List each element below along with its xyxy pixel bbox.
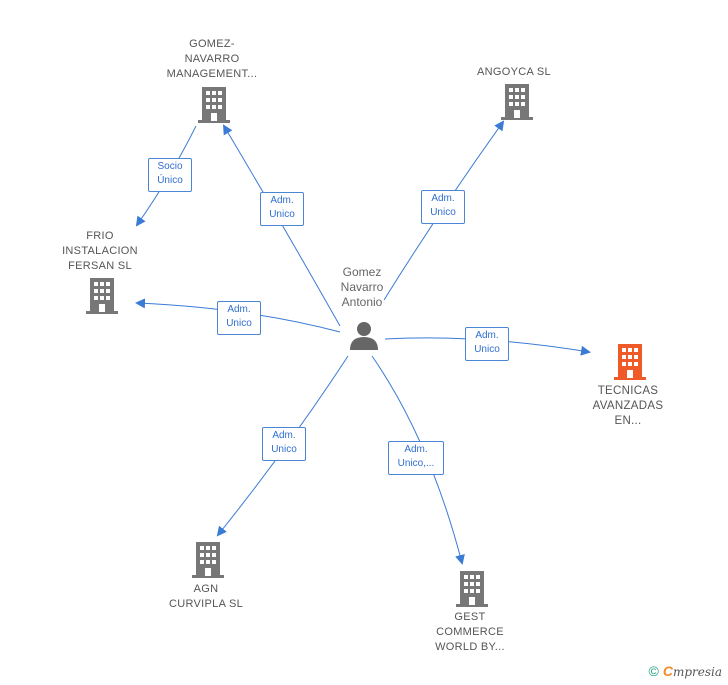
company-label-tecnicas[interactable]: TECNICAS AVANZADAS EN... bbox=[592, 385, 664, 427]
edge-label-tecnicas[interactable]: Adm. Unico bbox=[465, 327, 509, 361]
building-icon[interactable] bbox=[192, 542, 224, 578]
building-icon[interactable] bbox=[86, 278, 118, 314]
copyright-icon: © bbox=[648, 663, 659, 679]
building-icon[interactable] bbox=[456, 571, 488, 607]
company-label-frio[interactable]: FRIO INSTALACION FERSAN SL bbox=[62, 230, 138, 272]
brand-initial: C bbox=[662, 663, 673, 679]
edge-label-gomez[interactable]: Adm. Unico bbox=[260, 192, 304, 226]
company-label-gest[interactable]: GEST COMMERCE WORLD BY... bbox=[435, 611, 505, 653]
person-icon[interactable] bbox=[349, 320, 379, 350]
brand-logo[interactable]: Cmpresia bbox=[663, 663, 722, 679]
edge-label-angoyca[interactable]: Adm. Unico bbox=[421, 190, 465, 224]
edge-label-agn[interactable]: Adm. Unico bbox=[262, 427, 306, 461]
edge-label-frio[interactable]: Adm. Unico bbox=[217, 301, 261, 335]
brand-name: mpresia bbox=[672, 665, 722, 679]
company-label-gomez[interactable]: GOMEZ- NAVARRO MANAGEMENT... bbox=[166, 38, 258, 80]
company-label-angoyca[interactable]: ANGOYCA SL bbox=[477, 66, 551, 78]
building-icon[interactable] bbox=[501, 84, 533, 120]
building-icon[interactable] bbox=[198, 87, 230, 123]
edge-label-gest[interactable]: Adm. Unico,... bbox=[388, 441, 444, 475]
building-icon-highlight[interactable] bbox=[614, 344, 646, 380]
edge-label-socio[interactable]: Socio Único bbox=[148, 158, 192, 192]
brand-footer: © Cmpresia bbox=[648, 663, 722, 679]
center-person-label: Gomez Navarro Antonio bbox=[340, 265, 384, 309]
company-label-agn[interactable]: AGN CURVIPLA SL bbox=[168, 583, 244, 610]
